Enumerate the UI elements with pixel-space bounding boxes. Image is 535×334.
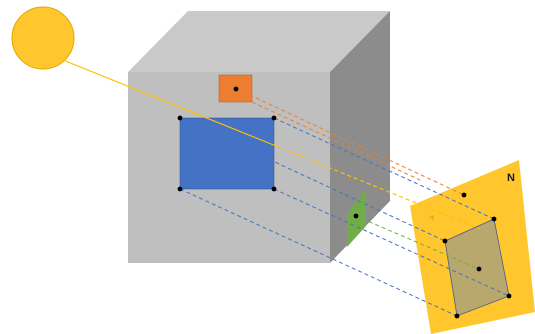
blue-window [179, 117, 275, 190]
point-plane-bottom-left [454, 313, 460, 319]
cube-top-face [128, 11, 390, 72]
point-blue-bottom-right [271, 186, 277, 192]
point-green-window [353, 213, 359, 219]
blue-projection-line-top-right [273, 117, 495, 220]
point-plane-bottom-right [506, 293, 512, 299]
sun-ray-continued [275, 145, 481, 230]
plane-corner-mark [428, 215, 434, 220]
point-blue-bottom-left [177, 186, 183, 192]
blue-projection-line-bottom-left [179, 188, 458, 317]
point-plane-center [476, 266, 482, 272]
point-plane-top-left [442, 238, 448, 244]
green-projection-line [355, 215, 480, 270]
sun-ray [57, 57, 277, 147]
orange-projection-line-2 [251, 101, 421, 181]
point-blue-top-right [271, 115, 277, 121]
sun [11, 6, 75, 70]
cube-side-face [330, 11, 390, 263]
point-plane-orange [461, 192, 467, 198]
point-blue-top-left [177, 115, 183, 121]
point-plane-top-right [491, 216, 497, 222]
plane-label: N [507, 172, 515, 184]
point-orange-window [233, 86, 239, 92]
blue-projection-line-bottom-right [273, 188, 510, 297]
